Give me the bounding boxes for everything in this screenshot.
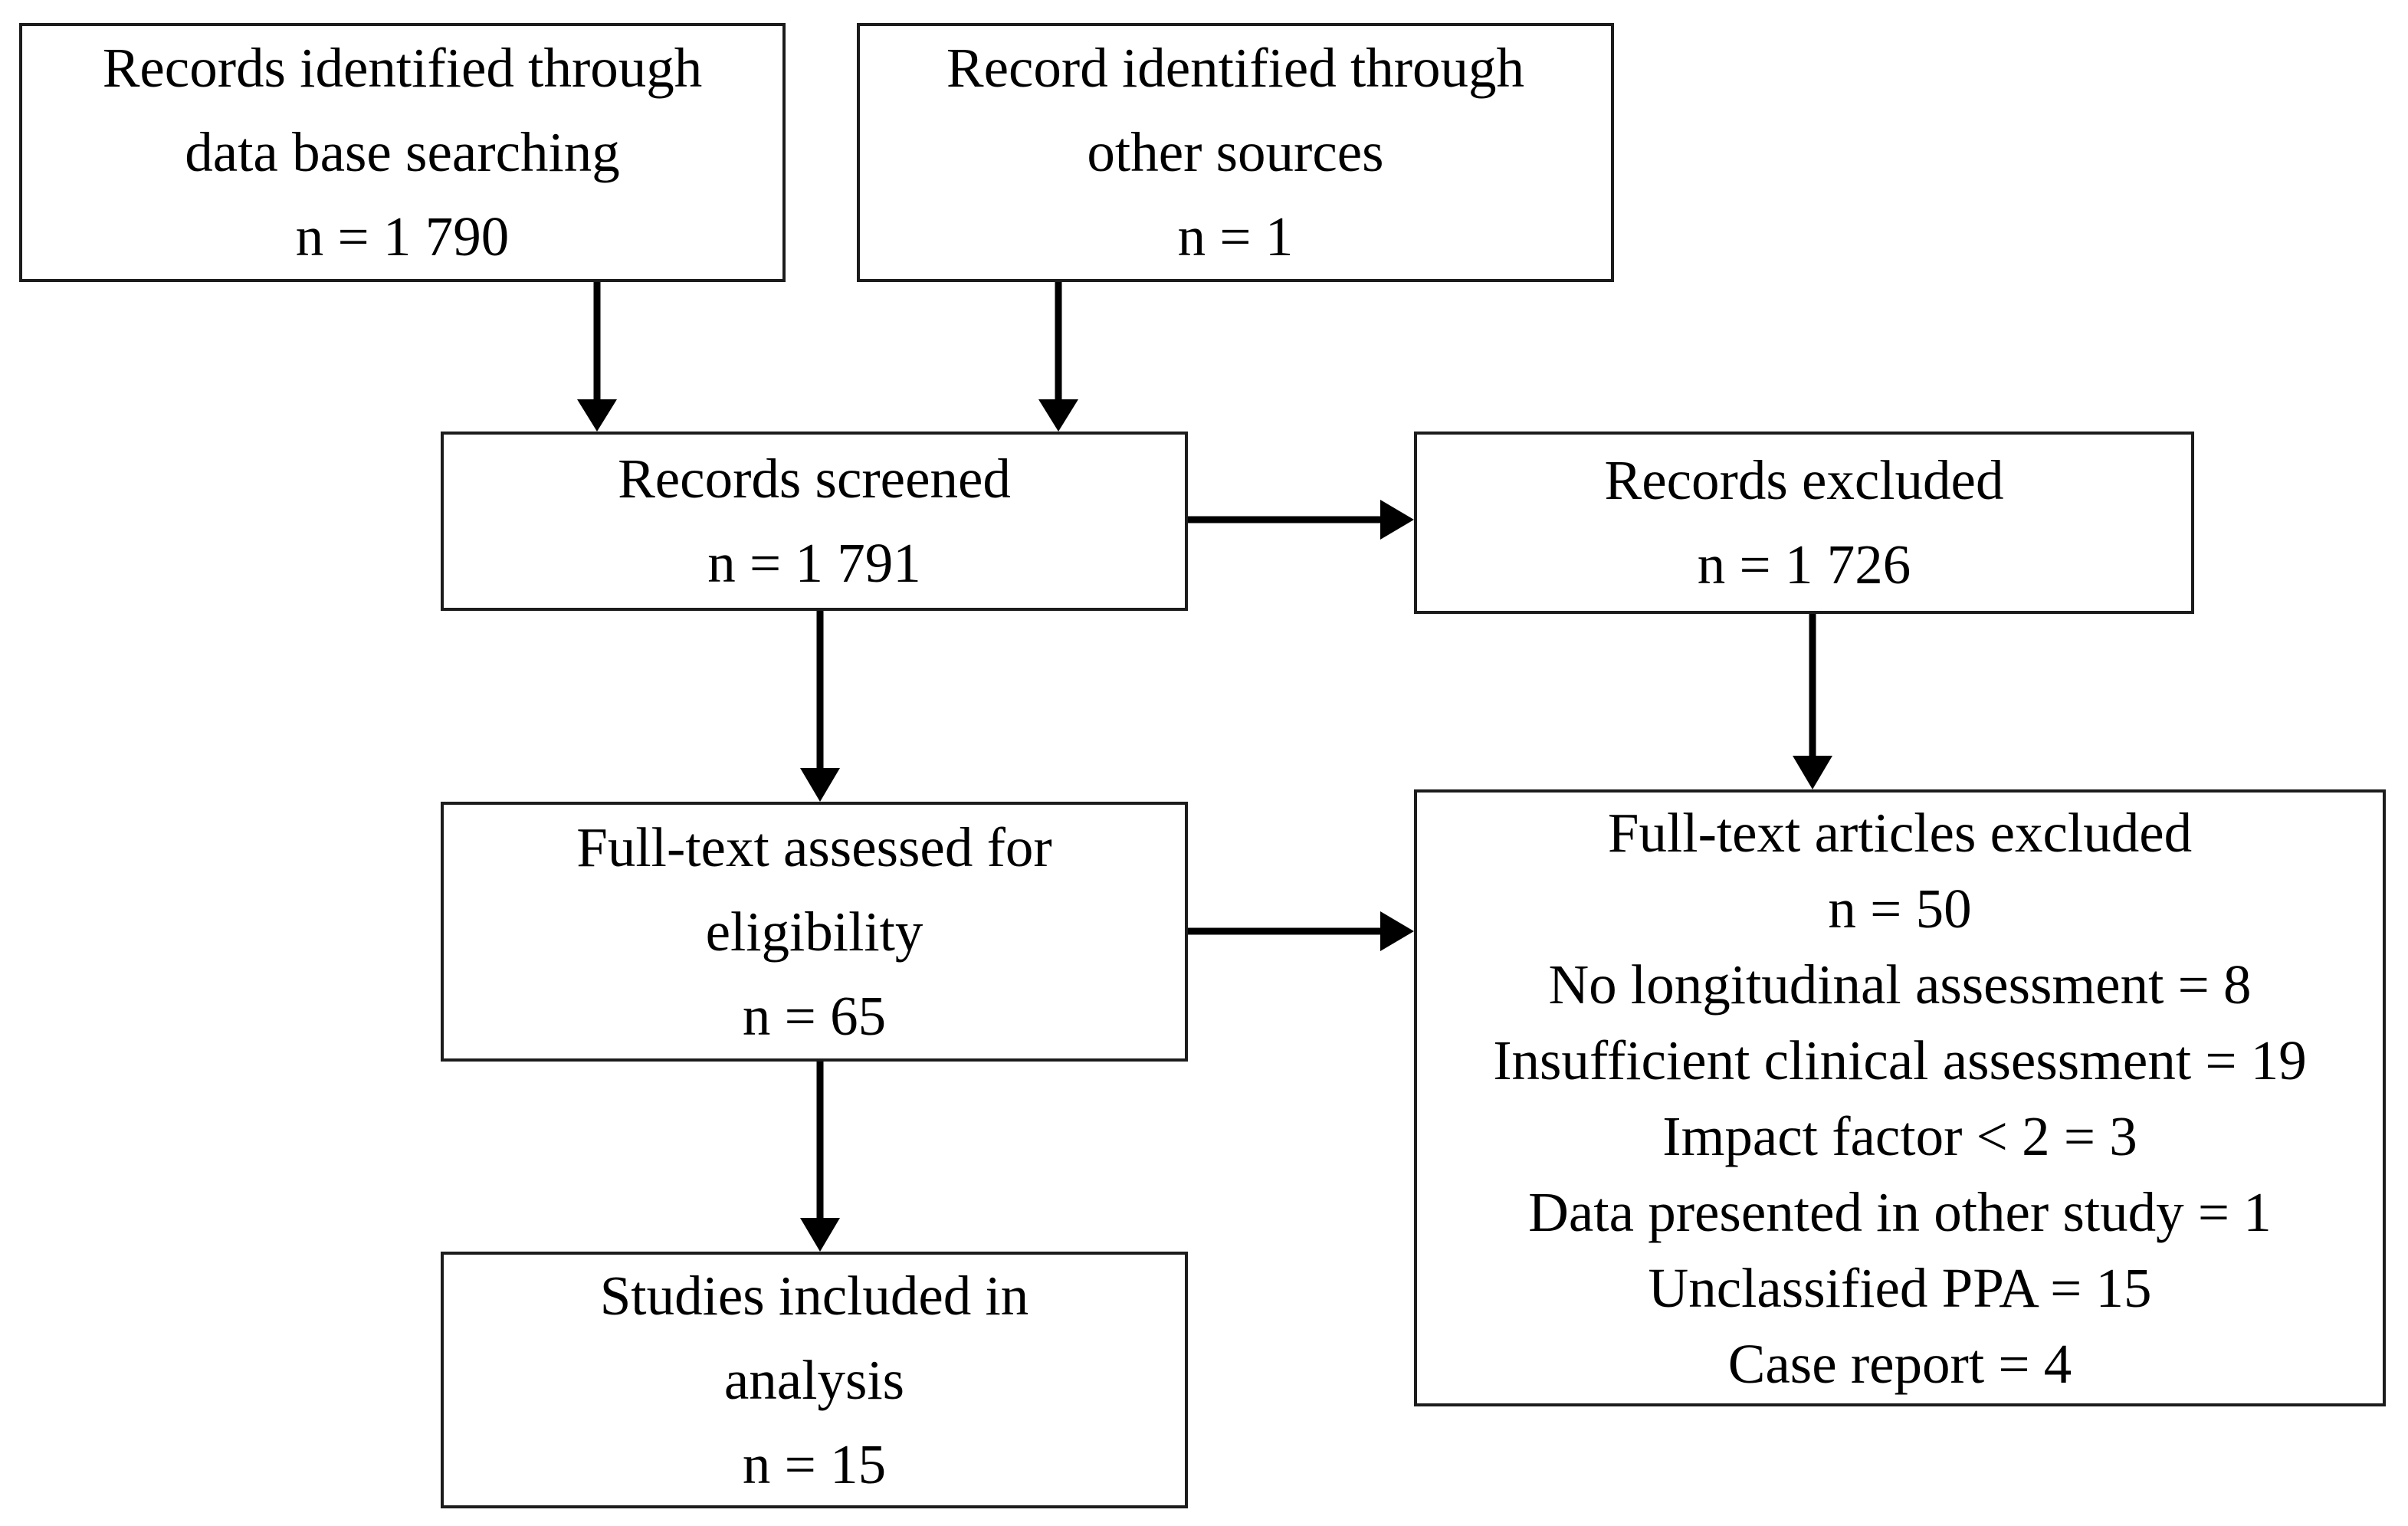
box-fulltext-assessed: Full-text assessed for eligibility n = 6…	[441, 802, 1188, 1062]
exclusion-reason: No longitudinal assessment = 8	[1548, 953, 2252, 1016]
box-text-line: Full-text articles excluded	[1607, 801, 2193, 864]
arrow-other-to-screened	[1038, 282, 1078, 432]
box-records-excluded: Records excluded n = 1 726	[1414, 432, 2194, 614]
exclusion-reason: Insufficient clinical assessment = 19	[1493, 1029, 2307, 1091]
box-count: n = 65	[742, 984, 887, 1047]
box-count: n = 1 726	[1697, 533, 1911, 596]
box-records-screened: Records screened n = 1 791	[441, 432, 1188, 611]
arrow-screened-to-excluded	[1188, 500, 1414, 540]
box-text-line: other sources	[1087, 121, 1384, 183]
exclusion-reason: Case report = 4	[1727, 1332, 2072, 1395]
arrow-fulltext-to-included	[800, 1062, 840, 1252]
box-count: n = 1 790	[295, 205, 510, 267]
box-count: n = 50	[1828, 877, 1972, 940]
box-records-identified-database: Records identified through data base sea…	[19, 23, 786, 282]
box-record-identified-other-sources: Record identified through other sources …	[857, 23, 1614, 282]
box-text-line: Studies included in	[599, 1264, 1029, 1327]
box-fulltext-articles-excluded: Full-text articles excluded n = 50 No lo…	[1414, 789, 2386, 1406]
box-text-line: eligibility	[705, 900, 924, 963]
exclusion-reason: Data presented in other study = 1	[1528, 1180, 2272, 1243]
box-count: n = 15	[742, 1432, 887, 1495]
exclusion-reason: Unclassified PPA = 15	[1648, 1256, 2152, 1319]
box-text-line: Records screened	[618, 448, 1011, 510]
arrow-excluded-to-fulltext-excluded	[1793, 614, 1832, 789]
box-text-line: data base searching	[185, 121, 620, 183]
box-text-line: Full-text assessed for	[576, 816, 1052, 878]
arrow-screened-to-fulltext	[800, 611, 840, 802]
arrow-database-to-screened	[577, 282, 617, 432]
box-text-line: Record identified through	[946, 37, 1525, 99]
box-text-line: Records identified through	[102, 37, 703, 99]
box-text-line: Records excluded	[1604, 449, 2004, 511]
box-studies-included: Studies included in analysis n = 15	[441, 1252, 1188, 1508]
box-count: n = 1 791	[707, 532, 921, 594]
box-text-line: analysis	[723, 1348, 905, 1411]
arrow-fulltext-to-fulltext-excluded	[1188, 911, 1414, 951]
exclusion-reason: Impact factor < 2 = 3	[1662, 1104, 2137, 1167]
box-count: n = 1	[1177, 205, 1294, 267]
